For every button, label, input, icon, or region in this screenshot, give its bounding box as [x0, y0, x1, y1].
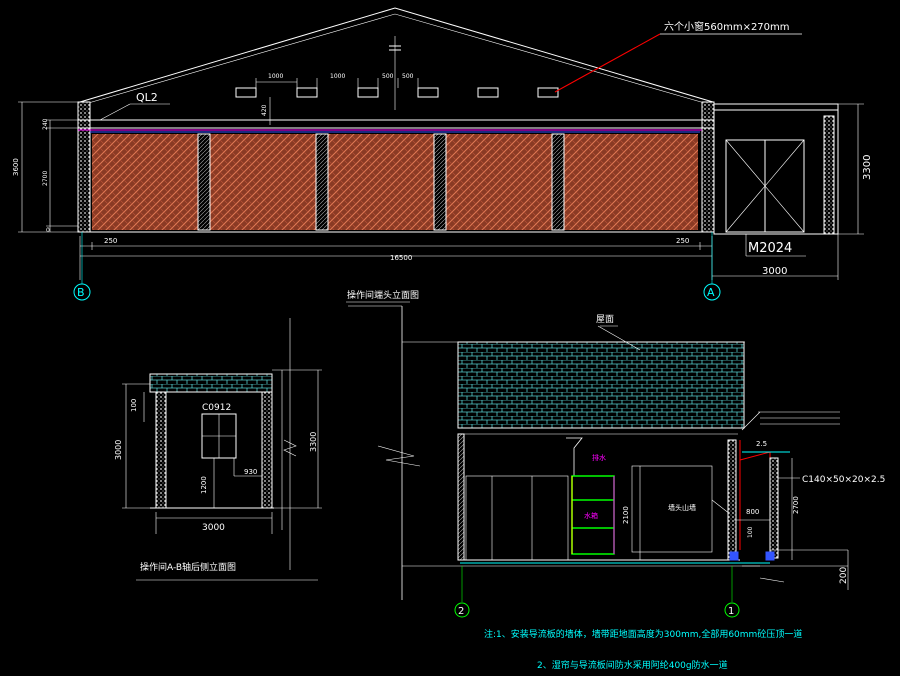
top-elevation-text: 六个小窗560mm×270mm QL2 1000 1000 500 500 42…	[12, 20, 873, 303]
window-callout-leader	[554, 33, 661, 93]
dim-right-height: 3300	[862, 155, 873, 180]
axis-a-label: A	[707, 286, 715, 299]
dim-930: 930	[244, 468, 257, 476]
side-caption: 操作间A-B轴后侧立面图	[140, 561, 236, 573]
dim-top-4: 500	[402, 73, 414, 80]
top-elevation	[18, 7, 864, 301]
axis-b-label: B	[77, 286, 85, 299]
side-elevation	[122, 318, 322, 581]
door-label: M2024	[748, 241, 792, 256]
dim-top-3: 500	[382, 73, 394, 80]
window-callout: 六个小窗560mm×270mm	[664, 20, 790, 33]
dim-100: 100	[130, 399, 138, 412]
dim-250-left: 250	[104, 237, 117, 245]
beam-spec: C140×50×20×2.5	[802, 475, 885, 485]
axis-a-bubble	[703, 283, 721, 301]
dim-1200: 1200	[200, 476, 208, 494]
dim-100-section: 100	[747, 526, 754, 538]
dim-420: 420	[261, 104, 268, 116]
dim-top-1: 1000	[268, 73, 283, 80]
dim-left-total: 3600	[12, 158, 20, 176]
note-2: 2、湿帘与导流板间防水采用阿纶400g防水一道	[537, 659, 728, 671]
dim-top-2: 1000	[330, 73, 345, 80]
section-roof-tiles	[457, 341, 745, 429]
side-elevation-text: C0912 100 3000 3300 1200 930 3000 操作间A-B…	[114, 399, 318, 573]
box-label: 水箱	[584, 511, 598, 520]
water-tank	[571, 475, 615, 555]
dim-3300: 3300	[309, 432, 318, 452]
notes: 注:1、安装导流板的墙体，墙带距地面高度为300mm,全部用60mm砼压顶一道 …	[484, 628, 802, 671]
top-caption: 操作间端头立面图	[347, 289, 419, 301]
right-pier	[701, 101, 715, 233]
pipe-label: 排水	[592, 453, 606, 462]
section-text: 屋面 排水 水箱 墙头山墙 2100 800 100 2700 200 2.5 …	[458, 314, 885, 617]
dim-3000-h: 3000	[114, 440, 123, 460]
dim-length: 16500	[390, 254, 412, 262]
dim-800: 800	[746, 508, 759, 516]
wall-label: 墙头山墙	[668, 503, 696, 512]
gable-roof	[79, 7, 714, 103]
axis-2-bubble	[454, 602, 470, 618]
left-pier	[77, 101, 91, 233]
dim-2700-section: 2700	[792, 496, 800, 514]
dim-2-5: 2.5	[756, 440, 767, 448]
section-view	[348, 305, 849, 618]
note-1: 注:1、安装导流板的墙体，墙带距地面高度为300mm,全部用60mm砼压顶一道	[484, 628, 802, 640]
small-windows	[235, 87, 559, 98]
axis-1-label: 1	[728, 606, 734, 617]
side-roof-band	[149, 373, 273, 393]
dim-3000-w: 3000	[202, 523, 225, 533]
axis-2-label: 2	[458, 606, 464, 617]
annex-building	[713, 103, 839, 235]
roof-label: 屋面	[596, 314, 614, 325]
beam-label-ql2: QL2	[136, 91, 158, 104]
axis-1-bubble	[724, 602, 740, 618]
dim-door-width: 3000	[762, 266, 787, 277]
window-c0912-label: C0912	[202, 403, 231, 413]
axis-b-bubble	[73, 283, 91, 301]
interior-piers	[197, 133, 565, 231]
dim-left-2700: 2700	[42, 171, 49, 186]
dim-250-right: 250	[676, 237, 689, 245]
dim-2100: 2100	[622, 506, 630, 524]
dim-left-small: 0	[46, 227, 50, 234]
dim-200: 200	[839, 567, 849, 584]
brick-panels	[92, 134, 698, 230]
dim-left-240: 240	[42, 118, 49, 130]
